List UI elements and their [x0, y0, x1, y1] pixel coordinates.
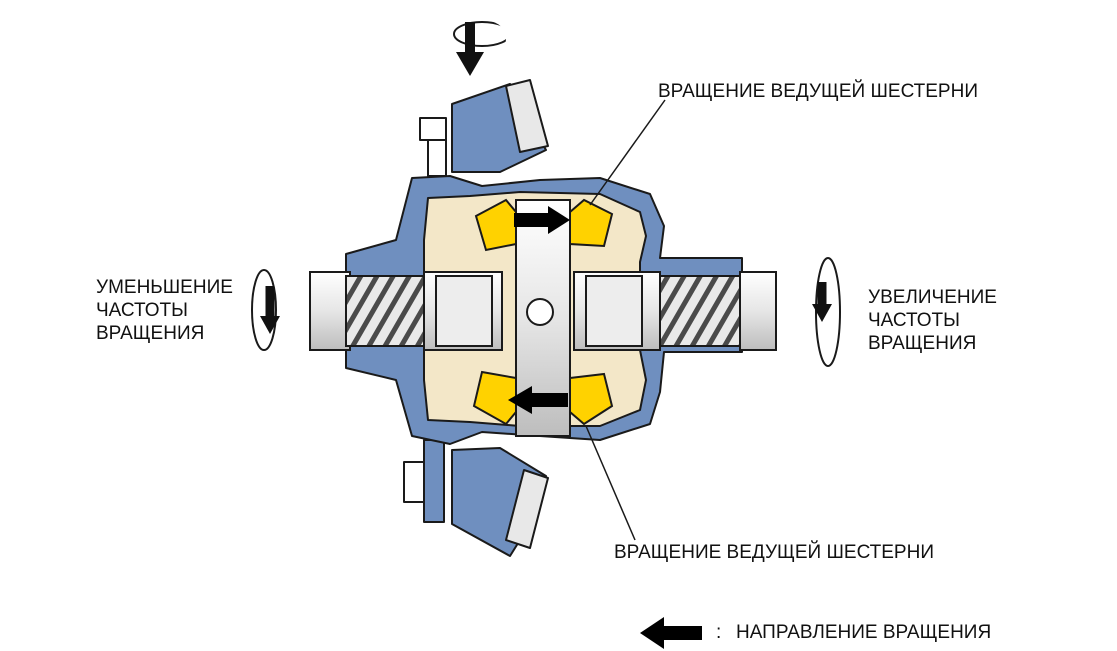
leader-line-bottom: [585, 425, 636, 541]
label-decrease-speed-line-3: ВРАЩЕНИЯ: [96, 323, 205, 344]
leader-line-top: [589, 99, 666, 206]
pinion-gear-lower-right: [569, 372, 614, 426]
legend-arrow-icon: [640, 617, 702, 649]
label-increase-speed-line-2: ЧАСТОТЫ: [868, 310, 960, 331]
label-increase-speed: УВЕЛИЧЕНИЕ ЧАСТОТЫ ВРАЩЕНИЯ: [868, 286, 997, 355]
right-axle-shaft: [659, 271, 777, 351]
top-rotation-arrow-icon: [453, 8, 519, 76]
legend-text: НАПРАВЛЕНИЕ ВРАЩЕНИЯ: [736, 622, 992, 643]
label-decrease-speed-line-1: УМЕНЬШЕНИЕ: [96, 277, 233, 298]
pinion-gear-upper-right: [569, 198, 614, 248]
side-gear-right: [573, 271, 661, 351]
upper-pinion-rotation-arrow-icon: [514, 206, 570, 234]
label-decrease-speed-line-2: ЧАСТОТЫ: [96, 300, 188, 321]
ring-gear-lower: [403, 439, 549, 557]
label-pinion-rotation-bottom: ВРАЩЕНИЕ ВЕДУЩЕЙ ШЕСТЕРНИ: [614, 542, 934, 563]
right-rotation-arrow-icon: [812, 257, 841, 367]
label-increase-speed-line-3: ВРАЩЕНИЯ: [868, 333, 977, 354]
side-gear-left: [423, 271, 503, 351]
left-axle-shaft: [309, 271, 427, 351]
lower-pinion-rotation-arrow-icon: [508, 386, 568, 414]
label-increase-speed-line-1: УВЕЛИЧЕНИЕ: [868, 287, 997, 308]
pinion-gear-lower-left: [472, 370, 517, 426]
left-rotation-arrow-icon: [251, 269, 280, 351]
label-decrease-speed: УМЕНЬШЕНИЕ ЧАСТОТЫ ВРАЩЕНИЯ: [96, 276, 233, 345]
legend-separator: :: [716, 622, 722, 643]
ring-gear-upper: [419, 79, 549, 177]
pinion-gear-upper-left: [474, 198, 517, 252]
label-pinion-rotation-top: ВРАЩЕНИЕ ВЕДУЩЕЙ ШЕСТЕРНИ: [658, 81, 978, 102]
